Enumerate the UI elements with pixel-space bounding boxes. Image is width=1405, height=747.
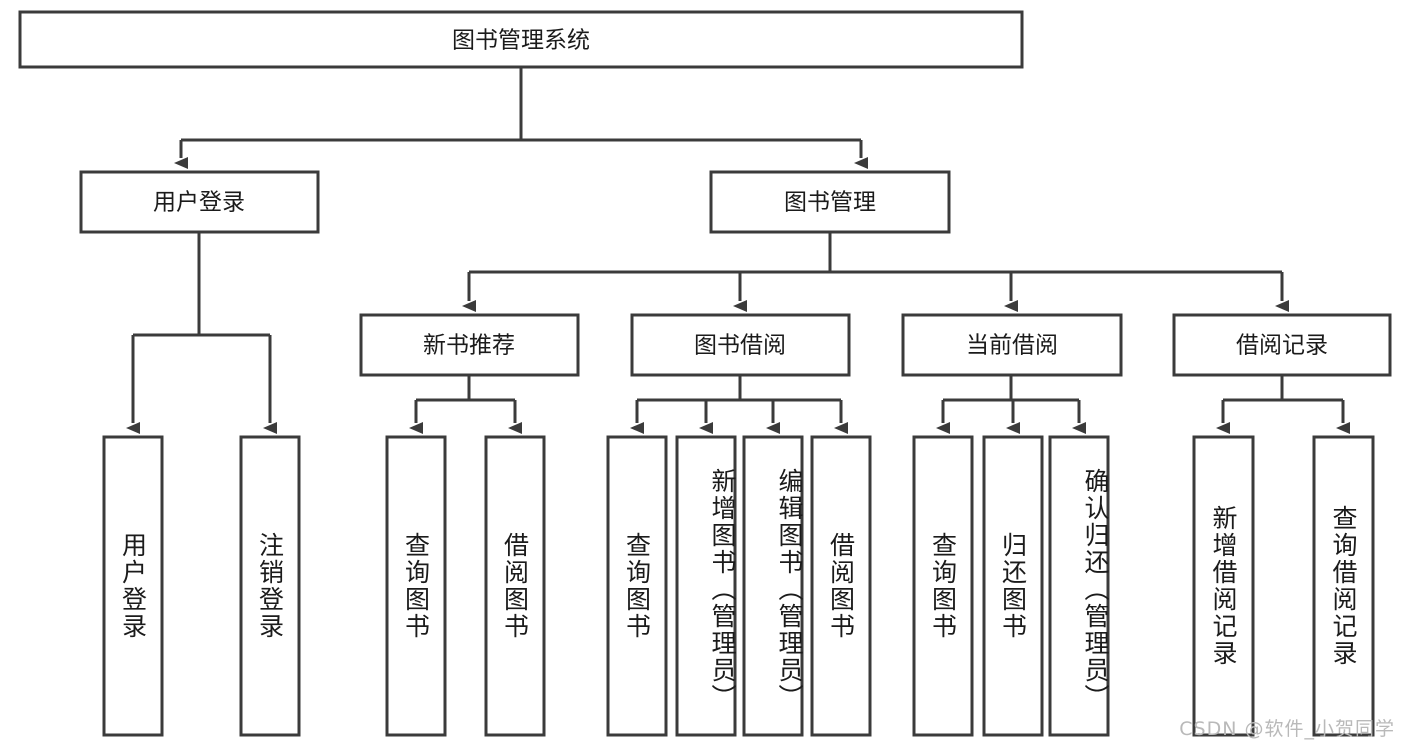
node-leaf-user-login-box[interactable] — [102, 435, 164, 737]
node-root-box[interactable] — [18, 10, 1024, 69]
node-current-borrow-box[interactable] — [901, 313, 1123, 377]
edges-root-to-level1 — [174, 67, 868, 169]
csdn-watermark: CSDN @软件_小贺同学 — [1179, 718, 1395, 740]
edges-current-borrow-to-leaves — [936, 375, 1086, 434]
node-root[interactable]: 图书管理系统 — [18, 10, 1024, 69]
node-book-borrow-box[interactable] — [630, 313, 851, 377]
node-leaf-edit-book-box[interactable] — [742, 435, 804, 737]
node-leaf-query-book-borrow-box[interactable] — [606, 435, 668, 737]
node-borrow-record-label: 借阅记录 — [1236, 333, 1328, 359]
node-leaf-query-borrow-record-box[interactable] — [1312, 435, 1375, 737]
edges-user-login-to-leaves — [126, 232, 277, 434]
node-user-login[interactable]: 用户登录 — [79, 170, 320, 234]
node-user-login-label: 用户登录 — [153, 190, 245, 216]
node-book-borrow-label: 图书借阅 — [694, 333, 786, 359]
node-leaf-query-book-current-box[interactable] — [912, 435, 974, 737]
node-book-manage-label: 图书管理 — [784, 190, 876, 216]
node-leaf-add-book-box[interactable] — [675, 435, 737, 737]
node-leaf-confirm-return-box[interactable] — [1048, 435, 1110, 737]
node-current-borrow-label: 当前借阅 — [966, 333, 1058, 359]
node-borrow-record-box[interactable] — [1172, 313, 1392, 377]
node-leaf-add-borrow-record-box[interactable] — [1192, 435, 1255, 737]
edges-new-book-recommend-to-leaves — [409, 375, 522, 434]
node-new-book-recommend-box[interactable] — [359, 313, 580, 377]
node-leaf-logout-box[interactable] — [239, 435, 301, 737]
node-book-manage[interactable]: 图书管理 — [709, 170, 951, 234]
node-book-borrow[interactable]: 图书借阅 — [630, 313, 851, 377]
node-root-label: 图书管理系统 — [452, 28, 590, 54]
node-new-book-recommend-label: 新书推荐 — [423, 333, 515, 359]
node-new-book-recommend[interactable]: 新书推荐 — [359, 313, 580, 377]
node-borrow-record[interactable]: 借阅记录 — [1172, 313, 1392, 377]
node-leaf-return-book-box[interactable] — [982, 435, 1044, 737]
node-leaf-borrow-book-box[interactable] — [810, 435, 872, 737]
node-user-login-box[interactable] — [79, 170, 320, 234]
node-book-manage-box[interactable] — [709, 170, 951, 234]
edges-book-manage-to-level2 — [462, 232, 1289, 312]
node-leaf-borrow-book-recommend-box[interactable] — [484, 435, 546, 737]
edges-borrow-record-to-leaves — [1216, 375, 1350, 434]
node-current-borrow[interactable]: 当前借阅 — [901, 313, 1123, 377]
leaf-boxes — [102, 435, 1375, 737]
node-leaf-query-book-recommend-box[interactable] — [385, 435, 447, 737]
edges-book-borrow-to-leaves — [630, 375, 848, 434]
